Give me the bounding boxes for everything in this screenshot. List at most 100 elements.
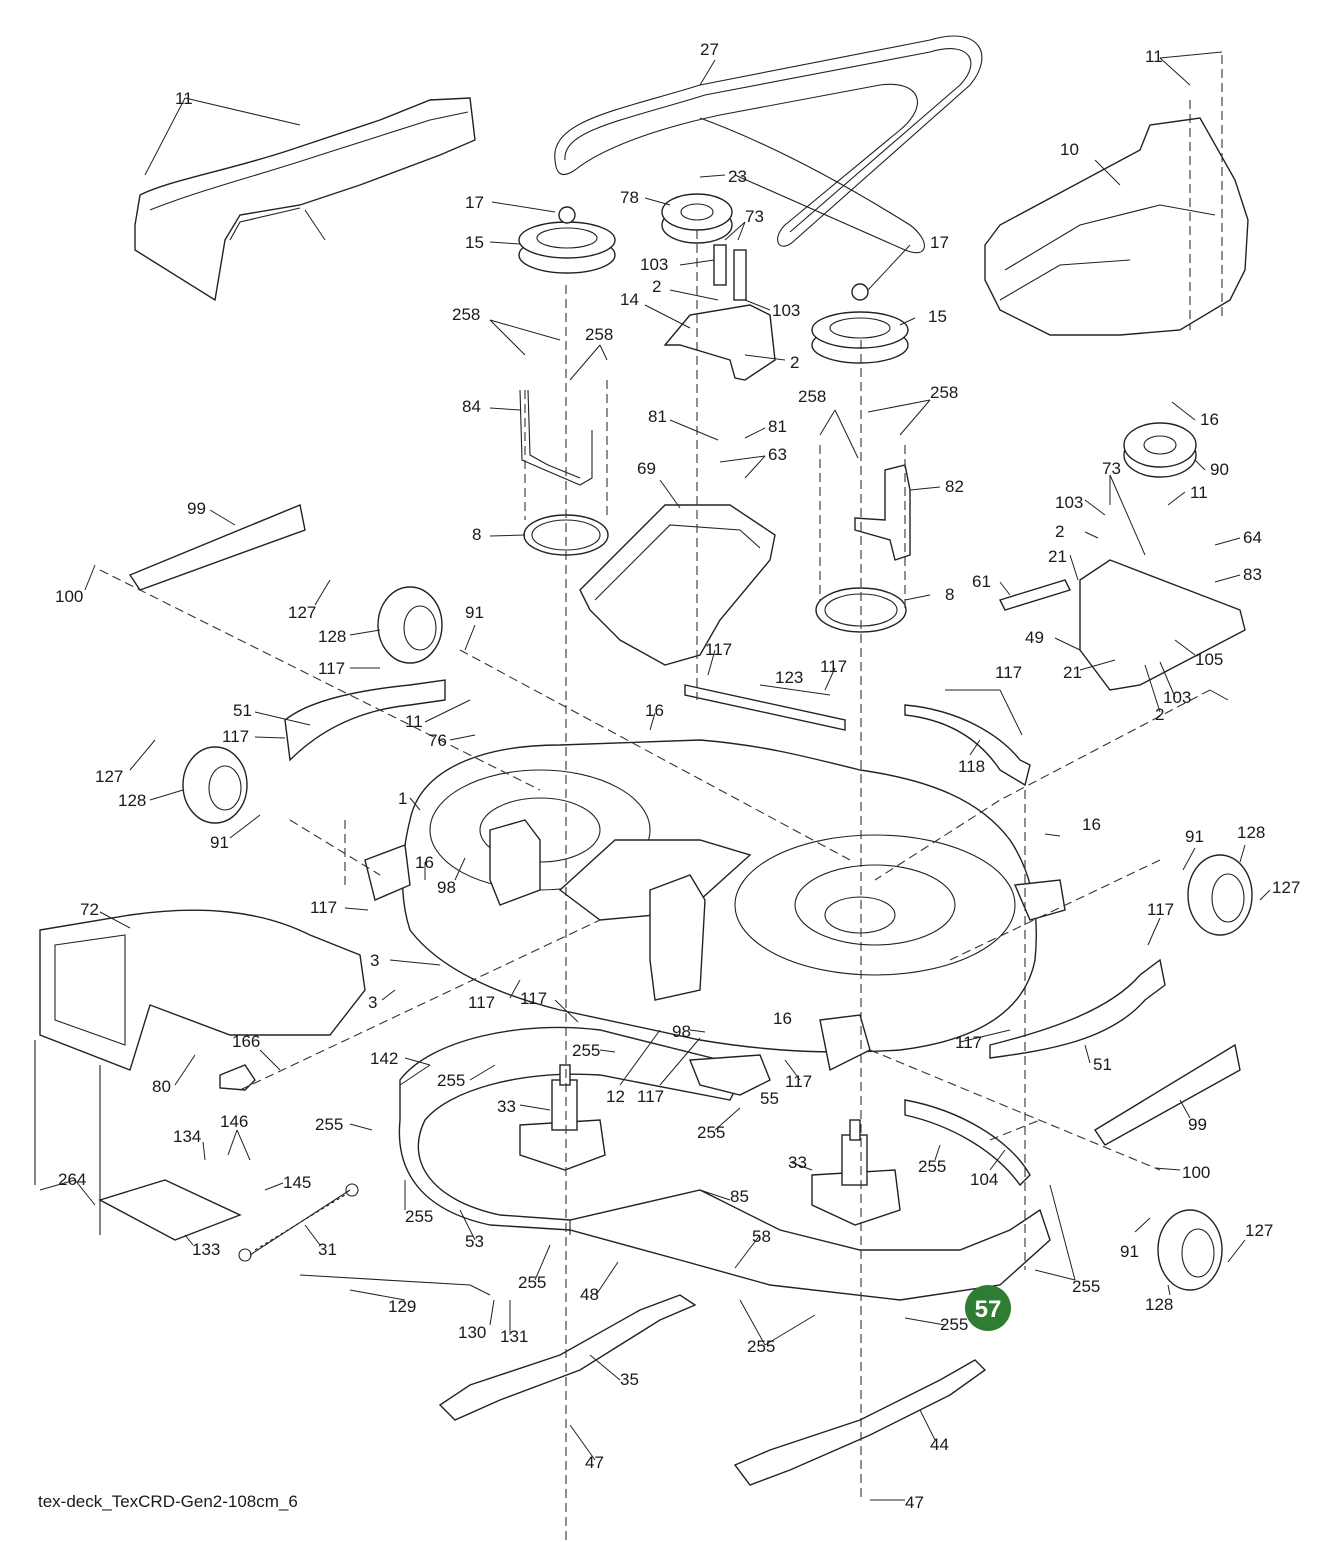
label-99: 99 [187, 499, 206, 518]
label-47-b: 47 [905, 1493, 924, 1512]
label-258-b: 258 [585, 325, 613, 344]
label-117-b: 117 [222, 727, 249, 746]
label-73-b: 73 [1102, 459, 1121, 478]
label-53: 53 [465, 1232, 484, 1251]
belt-shield [579, 504, 776, 666]
label-103-c: 103 [1055, 493, 1083, 512]
alignment-lines [99, 55, 1223, 1542]
discharge-chute [39, 909, 366, 1071]
highlight-badge[interactable]: 57 [965, 1285, 1011, 1331]
label-90: 83 [1243, 565, 1262, 584]
hitch-pins-264 [34, 1040, 101, 1235]
label-117-f: 117 [468, 993, 495, 1012]
spring-31 [238, 1183, 359, 1262]
label-leaders [39, 51, 1271, 1501]
idler-bracket [663, 244, 776, 381]
label-117-l: 117 [995, 663, 1022, 682]
label-47: 47 [585, 1453, 604, 1472]
label-64: 61 [972, 572, 991, 591]
label-123: 49 [1025, 628, 1044, 647]
label-255-d: 255 [315, 1115, 343, 1134]
gauge-wheels [182, 586, 1253, 1291]
label-117-k: 117 [1147, 900, 1174, 919]
diagram-caption: tex-deck_TexCRD-Gen2-108cm_6 [38, 1492, 298, 1511]
label-81-b: 81 [768, 417, 787, 436]
rod-61 [684, 684, 846, 731]
label-134: 134 [173, 1127, 201, 1146]
label-84: 84 [462, 397, 481, 416]
belt-guide-84 [519, 389, 593, 486]
label-1: 1 [398, 789, 407, 808]
label-258-c: 258 [798, 387, 826, 406]
label-56: 104 [970, 1170, 998, 1189]
label-98: 98 [437, 878, 456, 897]
label-264: 264 [58, 1170, 86, 1189]
label-16-b: 16 [415, 853, 434, 872]
label-255-e: 255 [405, 1207, 433, 1226]
label-15: 15 [465, 233, 484, 252]
label-117-g: 117 [520, 989, 547, 1008]
bracket-166 [219, 1064, 256, 1091]
label-255-j: 255 [1072, 1277, 1100, 1296]
blade-85 [733, 1359, 987, 1486]
label-103-d: 103 [1163, 688, 1191, 707]
label-255-b: 255 [572, 1041, 600, 1060]
label-49: 118 [958, 757, 985, 776]
label-31: 31 [318, 1240, 337, 1259]
label-76: 76 [428, 731, 447, 750]
label-11: 11 [405, 712, 423, 731]
label-35: 35 [620, 1370, 639, 1389]
label-130: 130 [458, 1323, 486, 1342]
label-27: 27 [700, 40, 719, 59]
plate-133 [98, 1179, 242, 1241]
label-33-b: 33 [788, 1153, 807, 1172]
label-103: 103 [640, 255, 668, 274]
label-63: 63 [768, 445, 787, 464]
label-117-e: 117 [310, 898, 337, 917]
label-16-d: 16 [1082, 815, 1101, 834]
label-81: 81 [648, 407, 667, 426]
bracket-83 [854, 464, 911, 561]
label-100-b: 100 [1182, 1163, 1210, 1182]
label-8-b: 8 [945, 585, 954, 604]
label-118: 105 [1195, 650, 1223, 669]
label-72: 72 [80, 900, 99, 919]
label-129: 129 [388, 1297, 416, 1316]
label-100: 100 [55, 587, 83, 606]
label-258-d: 258 [930, 383, 958, 402]
label-80: 80 [152, 1077, 171, 1096]
label-51-b: 51 [1093, 1055, 1112, 1074]
mower-deck-shell [364, 739, 1066, 1072]
label-166: 166 [232, 1032, 260, 1051]
label-145: 145 [283, 1173, 311, 1192]
label-82: 21 [1048, 547, 1067, 566]
label-127-b: 127 [95, 767, 123, 786]
label-55: 55 [760, 1089, 779, 1108]
label-78: 78 [620, 188, 639, 207]
label-255-f: 255 [518, 1273, 546, 1292]
label-51: 51 [233, 701, 252, 720]
label-99-b: 99 [1188, 1115, 1207, 1134]
label-14: 14 [620, 290, 639, 309]
bearing-ring-left [523, 514, 609, 556]
label-98-b: 98 [672, 1022, 691, 1041]
blade-35 [438, 1294, 697, 1421]
label-50: 85 [730, 1187, 749, 1206]
label-131: 131 [500, 1327, 528, 1346]
label-2: 2 [652, 277, 661, 296]
right-pulley [811, 283, 909, 364]
label-91: 91 [465, 603, 484, 622]
label-83: 82 [945, 477, 964, 496]
label-127-d: 127 [1272, 878, 1300, 897]
label-128-c: 128 [1145, 1295, 1173, 1314]
label-2-c: 2 [1055, 522, 1064, 541]
label-117-h: 117 [637, 1087, 664, 1106]
label-117: 117 [318, 659, 345, 678]
label-11-d: 11 [175, 89, 193, 108]
label-10: 64 [1243, 528, 1262, 547]
label-58: 58 [752, 1227, 771, 1246]
label-127-c: 127 [1245, 1221, 1273, 1240]
label-255-h: 255 [918, 1157, 946, 1176]
label-17-b: 17 [930, 233, 949, 252]
